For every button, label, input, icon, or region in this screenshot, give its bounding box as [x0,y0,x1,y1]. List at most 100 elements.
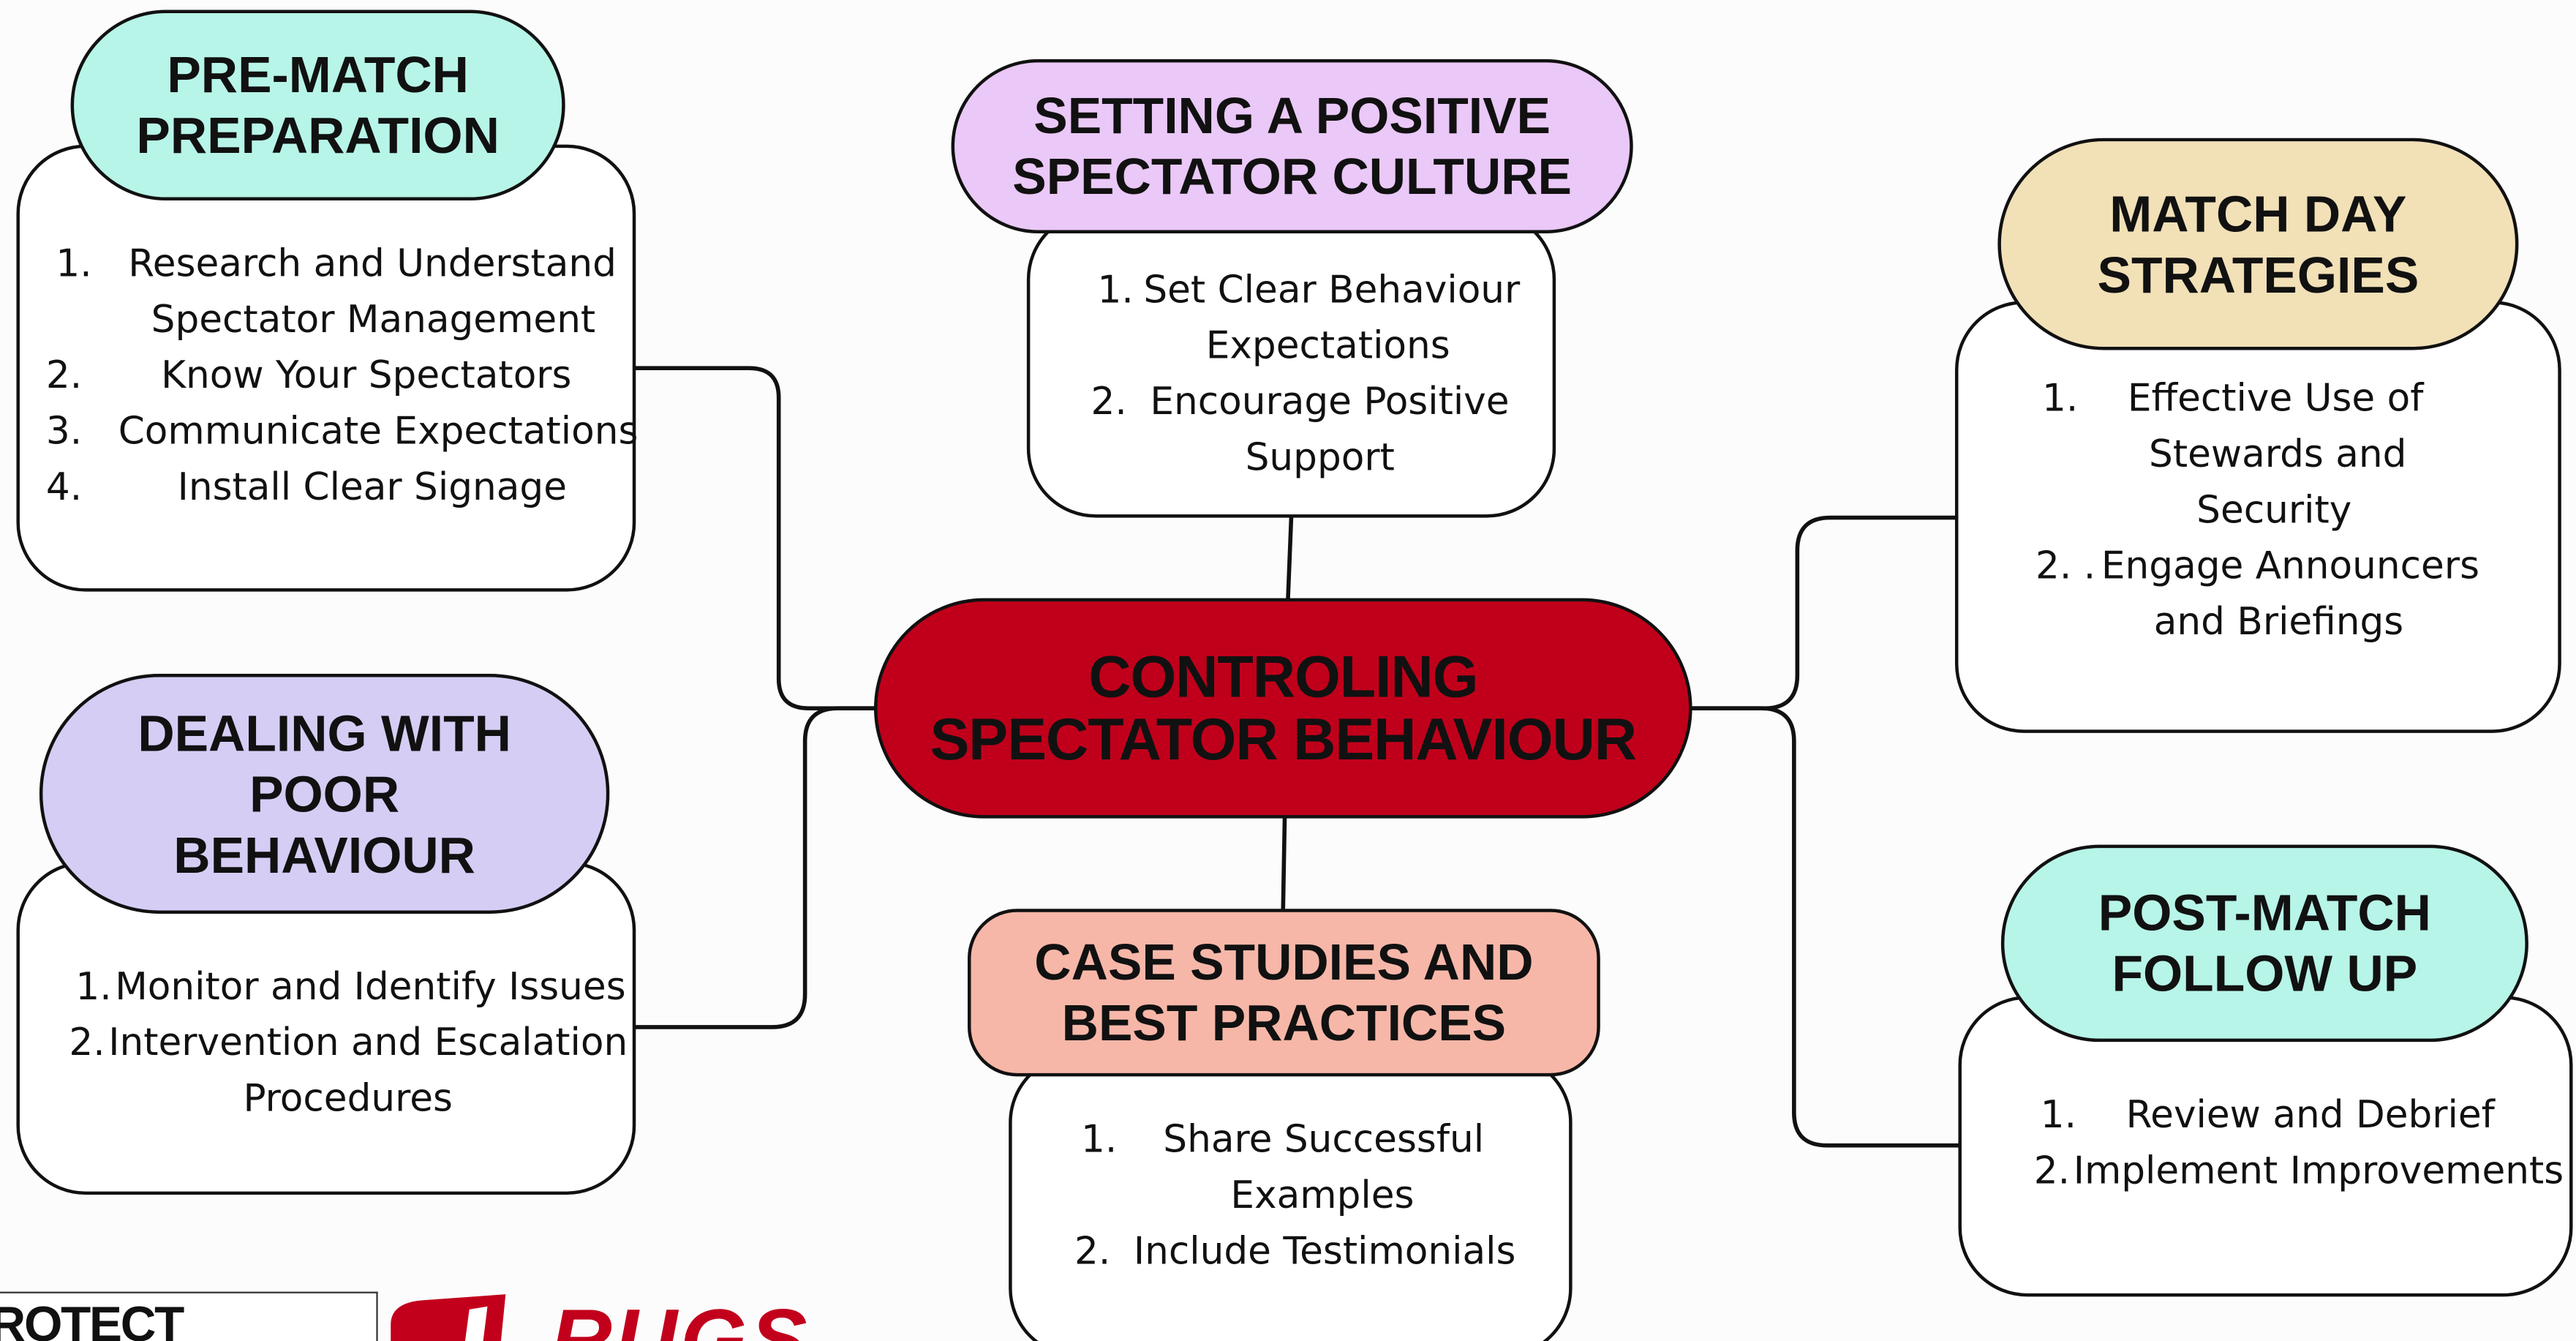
pre-match-title-line1: PRE-MATCH [167,45,469,104]
list-item: 2. Include Testimonials [1052,1224,1561,1280]
list-number: 2. [45,355,83,398]
pre-match-card [16,144,636,592]
poor-behaviour-title: DEALING WITH POOR BEHAVIOUR [39,673,610,914]
poor-behaviour-title-line2: POOR [249,765,400,823]
connector-pre-match [632,366,878,710]
list-number: 3. [45,410,83,454]
pre-match-title: PRE-MATCH PREPARATION [70,10,565,201]
list-number: 1. [1097,269,1134,312]
list-item: 2. Know Your Spectators [46,348,621,404]
list-item: 1. Research and Understand [46,236,621,292]
list-text: Intervention and Escalation [108,1022,628,1065]
list-item: Security [2029,483,2555,538]
list-text: Set Clear Behaviour [1143,269,1521,312]
list-item: and Briefings [2029,595,2555,650]
list-number: 2. . [2035,545,2096,589]
list-text: Encourage Positive [1150,381,1510,424]
poor-behaviour-list: 1. Monitor and Identify Issues 2. Interv… [46,960,628,1127]
connector-positive-culture [1286,514,1294,601]
list-text-continued: Examples [1230,1175,1415,1218]
list-text-continued: Expectations [1205,325,1450,369]
connector-poor-behaviour [632,706,878,1029]
poor-behaviour-title-line1: DEALING WITH [138,704,511,762]
list-item: Procedures [46,1072,621,1127]
central-topic: CONTROLING SPECTATOR BEHAVIOUR [873,598,1692,819]
case-studies-card [1009,1053,1573,1341]
list-item: 2. Encourage Positive [1052,375,1545,430]
central-topic-line2: SPECTATOR BEHAVIOUR [930,705,1637,773]
post-match-title-line1: POST-MATCH [2098,884,2431,942]
list-number: 2. [2033,1150,2071,1193]
list-text: Implement Improvements [2073,1150,2564,1193]
list-text: Share Successful [1163,1119,1485,1162]
case-studies-title-line1: CASE STUDIES AND [1034,933,1534,991]
list-number: 1. [1080,1119,1118,1162]
list-text: Include Testimonials [1133,1231,1516,1274]
list-number: 1. [2040,1094,2077,1138]
protect-logo-box [0,1291,378,1341]
positive-culture-list: 1. Set Clear Behaviour Expectations 2. E… [1052,263,1545,486]
list-text-continued: and Briefings [2153,601,2404,645]
post-match-list: 1. Review and Debrief 2. Implement Impro… [2030,1088,2564,1200]
list-item: 2. Implement Improvements [2030,1143,2564,1199]
list-item: 1. Share Successful [1052,1113,1561,1168]
list-item: 1. Review and Debrief [2030,1088,2556,1143]
brand-logo-text: RUGS [550,1293,810,1341]
list-number: 2. [69,1022,105,1065]
pre-match-list: 1. Research and Understand Spectator Man… [45,236,639,516]
list-item: 4. Install Clear Signage [46,460,621,516]
positive-culture-title-line2: SPECTATOR CULTURE [1012,148,1572,206]
list-text: Know Your Spectators [161,355,572,398]
case-studies-list: 1. Share Successful Examples 2. Include … [1052,1113,1561,1280]
list-text-continued: Stewards and [2149,434,2407,477]
list-text: Monitor and Identify Issues [115,966,626,1010]
protect-logo-text: ROTECT [0,1298,184,1341]
match-day-title: MATCH DAY STRATEGIES [1997,138,2519,350]
list-item: 2. . Engage Announcers [2029,539,2555,595]
list-item: Support [1052,431,1545,487]
match-day-title-line2: STRATEGIES [2097,245,2419,304]
list-number: 2. [1074,1231,1111,1274]
post-match-title: POST-MATCH FOLLOW UP [2000,844,2528,1043]
list-text: Effective Use of [2127,377,2424,421]
list-item: Examples [1052,1168,1561,1224]
match-day-list: 1. Effective Use of Stewards and Securit… [2029,372,2555,651]
list-text-continued: Support [1245,437,1395,480]
list-item: 1. Set Clear Behaviour [1052,263,1545,318]
case-studies-title-line2: BEST PRACTICES [1061,994,1507,1052]
list-text-continued: Security [2196,489,2352,533]
pre-match-title-line2: PREPARATION [136,107,500,165]
post-match-title-line2: FOLLOW UP [2112,944,2418,1003]
connector-post-match [1690,706,1961,1148]
list-item: Expectations [1052,319,1545,375]
list-number: 4. [45,466,83,510]
list-text-continued: Procedures [243,1078,453,1121]
case-studies-title: CASE STUDIES AND BEST PRACTICES [968,909,1600,1077]
list-item: 2. Intervention and Escalation [46,1015,628,1071]
list-number: 1. [75,966,112,1010]
central-topic-line1: CONTROLING [1088,642,1478,710]
connector-case-studies [1281,814,1287,912]
poor-behaviour-title-line3: BEHAVIOUR [173,825,475,884]
list-text: Install Clear Signage [177,466,568,510]
list-text-continued: Spectator Management [151,298,596,342]
list-item: Stewards and [2029,427,2555,483]
list-number: 1. [2042,377,2079,421]
poor-behaviour-card [16,861,636,1195]
positive-culture-title: SETTING A POSITIVE SPECTATOR CULTURE [951,59,1633,233]
list-text: Research and Understand [128,243,617,286]
list-item: 1. Effective Use of [2029,372,2555,427]
positive-culture-title-line1: SETTING A POSITIVE [1033,87,1551,145]
match-day-title-line1: MATCH DAY [2109,184,2407,243]
list-item: 1. Monitor and Identify Issues [46,960,625,1015]
list-item: 3. Communicate Expectations [45,405,639,460]
list-item: Spectator Management [46,293,621,348]
list-text: Engage Announcers [2101,545,2480,589]
list-number: 2. [1091,381,1127,424]
list-text: Review and Debrief [2125,1094,2495,1138]
list-text: Communicate Expectations [118,410,639,454]
shield-logo-icon [391,1294,506,1341]
list-number: 1. [56,243,92,286]
